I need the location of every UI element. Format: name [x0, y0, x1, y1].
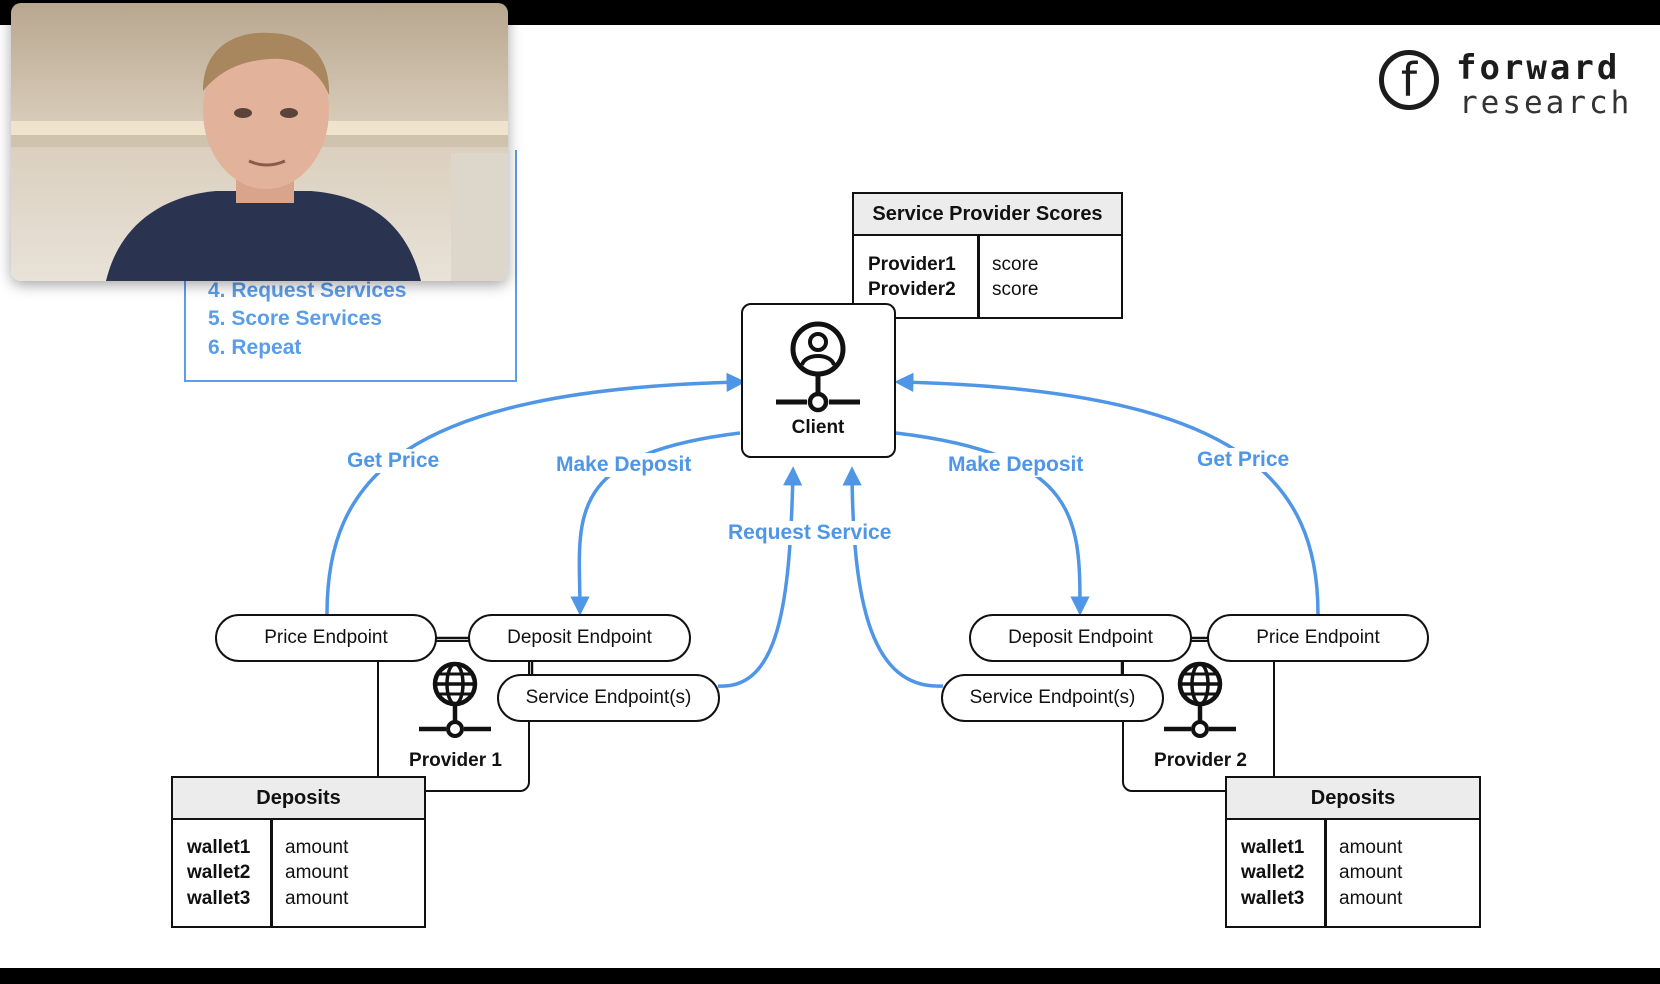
- forward-research-logo-letter: f: [1400, 53, 1418, 107]
- arrow-request-service-right: [842, 466, 944, 688]
- provider-1-label: Provider 1: [409, 750, 502, 771]
- forward-research-logo-mark: [1379, 50, 1439, 110]
- client-node[interactable]: Client: [741, 303, 896, 458]
- provider-2-deposits-divider: [1324, 820, 1327, 926]
- logo-word-forward: forward: [1456, 48, 1621, 88]
- p1-deposit-row-2-amount: amount: [285, 862, 349, 883]
- scores-row-1-score: score: [992, 254, 1039, 275]
- p1-deposit-row-3-amount: amount: [285, 888, 349, 909]
- scores-table-title: Service Provider Scores: [854, 194, 1121, 236]
- step-request-services: 4. Request Services: [208, 279, 407, 302]
- p2-deposit-row-3-amount: amount: [1339, 888, 1403, 909]
- p2-deposit-row-2-amount: amount: [1339, 862, 1403, 883]
- provider-2-label: Provider 2: [1154, 750, 1247, 771]
- bottom-bar: [0, 968, 1660, 984]
- globe-network-icon: [1164, 661, 1236, 738]
- step-score-services: 5. Score Services: [208, 307, 382, 330]
- provider-2-service-endpoints[interactable]: Service Endpoint(s): [941, 674, 1164, 722]
- provider-1-price-endpoint[interactable]: Price Endpoint: [215, 614, 437, 662]
- scores-table-divider: [977, 236, 980, 317]
- p1-deposit-row-2-wallet: wallet2: [187, 862, 251, 883]
- arrow-get-price-right: [894, 372, 1320, 615]
- edge-label-make-deposit-left: Make Deposit: [554, 453, 694, 477]
- p2-deposit-row-1-wallet: wallet1: [1241, 837, 1305, 858]
- provider-1-deposits-divider: [270, 820, 273, 926]
- edge-label-get-price-left: Get Price: [345, 449, 442, 473]
- p2-deposit-row-2-wallet: wallet2: [1241, 862, 1305, 883]
- step-repeat: 6. Repeat: [208, 336, 302, 359]
- provider-2-deposits-title: Deposits: [1227, 778, 1479, 820]
- p1-deposit-row-1-wallet: wallet1: [187, 837, 251, 858]
- presenter-video[interactable]: [11, 3, 508, 281]
- arrow-make-deposit-left: [570, 431, 741, 616]
- p1-deposit-row-1-amount: amount: [285, 837, 349, 858]
- scores-table: Service Provider Scores: [852, 192, 1123, 319]
- client-label: Client: [791, 417, 845, 438]
- edge-label-request-service: Request Service: [726, 521, 894, 545]
- edge-label-make-deposit-right: Make Deposit: [946, 453, 1086, 477]
- provider-1-deposit-endpoint[interactable]: Deposit Endpoint: [468, 614, 691, 662]
- presenter-video-frame: [11, 3, 508, 281]
- scores-row-1-provider: Provider1: [868, 254, 956, 275]
- user-network-icon: [776, 321, 860, 413]
- edge-label-get-price-right: Get Price: [1195, 448, 1292, 472]
- arrow-request-service-left: [717, 466, 803, 688]
- provider-2-price-endpoint[interactable]: Price Endpoint: [1207, 614, 1429, 662]
- globe-network-icon: [419, 661, 491, 738]
- p1-deposit-row-3-wallet: wallet3: [187, 888, 251, 909]
- p2-deposit-row-3-wallet: wallet3: [1241, 888, 1305, 909]
- scores-row-2-score: score: [992, 279, 1039, 300]
- provider-2-deposit-endpoint[interactable]: Deposit Endpoint: [969, 614, 1192, 662]
- arrow-make-deposit-right: [895, 431, 1090, 616]
- provider-1-deposits-title: Deposits: [173, 778, 424, 820]
- p2-deposit-row-1-amount: amount: [1339, 837, 1403, 858]
- provider-1-deposits-table: Deposits: [171, 776, 426, 928]
- provider-1-service-endpoints[interactable]: Service Endpoint(s): [497, 674, 720, 722]
- logo-word-research: research: [1459, 85, 1633, 121]
- arrow-get-price-left: [325, 372, 746, 615]
- scores-row-2-provider: Provider2: [868, 279, 956, 300]
- provider-2-deposits-table: Deposits: [1225, 776, 1481, 928]
